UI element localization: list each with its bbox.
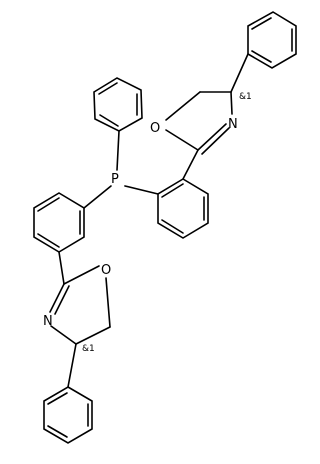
nitrogen-label-bottom: N	[43, 314, 53, 329]
oxygen-label-top: O	[150, 121, 160, 136]
phenyl-ring-bottom	[43, 343, 93, 444]
oxazoline-ring-bottom	[49, 251, 111, 345]
aryl-ring-right	[157, 178, 209, 239]
phenyl-ring-top	[230, 11, 297, 93]
oxazoline-ring-top	[165, 91, 233, 180]
phosphorus-label: P	[111, 172, 119, 187]
aryl-ring-left	[33, 192, 85, 253]
chemical-structure: P O N O N &1 &1	[33, 11, 297, 444]
atom-labels: P O N O N	[43, 117, 238, 329]
nitrogen-label-top: N	[228, 117, 238, 132]
phenyl-ring-on-phosphorus	[93, 77, 143, 132]
stereo-label-top: &1	[239, 92, 252, 102]
oxygen-label-bottom: O	[101, 263, 111, 278]
stereo-labels: &1 &1	[82, 92, 252, 354]
phosphorus-bonds	[83, 130, 159, 209]
stereo-label-bottom: &1	[82, 344, 95, 354]
